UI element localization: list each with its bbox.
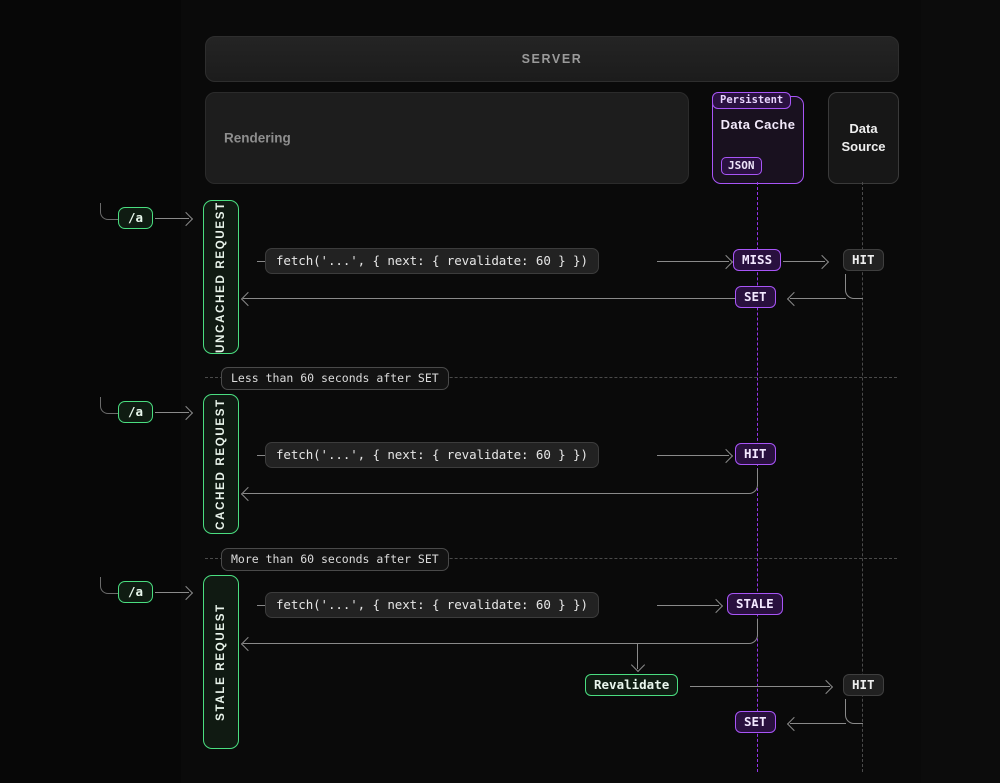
request-arrow-3 <box>709 599 723 613</box>
route-pill-stale: /a <box>118 581 153 603</box>
json-badge: JSON <box>721 157 762 175</box>
source-return-arrow-1 <box>787 292 801 306</box>
badge-hit-source-1: HIT <box>843 249 884 271</box>
data-source-line-2: Source <box>841 138 885 156</box>
request-bar-label-cached: CACHED REQUEST <box>215 398 227 530</box>
separator-label-2: More than 60 seconds after SET <box>221 548 449 571</box>
data-source-container: Data Source <box>828 92 899 184</box>
cache-return-arrow-2 <box>241 487 255 501</box>
background-band-right <box>921 0 1000 783</box>
cache-return-arrow-3 <box>241 637 255 651</box>
revalidate-to-source-arrow <box>819 680 833 694</box>
revalidate-branch-arrow <box>631 658 645 672</box>
badge-set-stale: SET <box>735 711 776 733</box>
request-bar-stale: STALE REQUEST <box>203 575 239 749</box>
request-arrow-2 <box>719 449 733 463</box>
data-cache-container: Data Cache JSON <box>712 96 804 184</box>
route-arrow-head-1 <box>179 212 193 226</box>
route-pill-cached: /a <box>118 401 153 423</box>
server-label: SERVER <box>522 52 583 66</box>
route-pill-uncached: /a <box>118 207 153 229</box>
cache-return-line-3 <box>243 643 743 644</box>
fetch-code-stale: fetch('...', { next: { revalidate: 60 } … <box>265 592 599 618</box>
cache-return-line-2 <box>243 493 743 494</box>
request-arrow-1 <box>719 255 733 269</box>
badge-hit-cached: HIT <box>735 443 776 465</box>
data-cache-title: Data Cache <box>713 117 803 132</box>
badge-set-uncached: SET <box>735 286 776 308</box>
cache-return-elbow-3 <box>740 619 758 644</box>
badge-miss-uncached: MISS <box>733 249 781 271</box>
fetch-code-uncached: fetch('...', { next: { revalidate: 60 } … <box>265 248 599 274</box>
rendering-label: Rendering <box>224 131 291 146</box>
persistent-badge: Persistent <box>712 92 791 109</box>
source-return-arrow-3 <box>787 717 801 731</box>
badge-revalidate: Revalidate <box>585 674 678 696</box>
cache-to-source-arrow-1 <box>815 255 829 269</box>
server-container: SERVER <box>205 36 899 82</box>
badge-stale: STALE <box>727 593 783 615</box>
badge-hit-source-3: HIT <box>843 674 884 696</box>
route-arrow-head-3 <box>179 586 193 600</box>
request-bar-uncached: UNCACHED REQUEST <box>203 200 239 354</box>
request-bar-label-stale: STALE REQUEST <box>215 603 227 721</box>
request-bar-label-uncached: UNCACHED REQUEST <box>215 201 227 353</box>
data-source-line-1: Data <box>849 120 877 138</box>
revalidate-to-source-line <box>690 686 830 687</box>
source-return-elbow-1 <box>845 274 863 299</box>
separator-label-1: Less than 60 seconds after SET <box>221 367 449 390</box>
source-return-elbow-3 <box>845 699 863 724</box>
background-band-left <box>0 0 181 783</box>
rendering-container: Rendering <box>205 92 689 184</box>
fetch-code-cached: fetch('...', { next: { revalidate: 60 } … <box>265 442 599 468</box>
cache-return-arrow-1 <box>241 292 255 306</box>
route-arrow-head-2 <box>179 406 193 420</box>
cache-return-line-1 <box>243 298 737 299</box>
cache-return-elbow-2 <box>740 469 758 494</box>
request-bar-cached: CACHED REQUEST <box>203 394 239 534</box>
